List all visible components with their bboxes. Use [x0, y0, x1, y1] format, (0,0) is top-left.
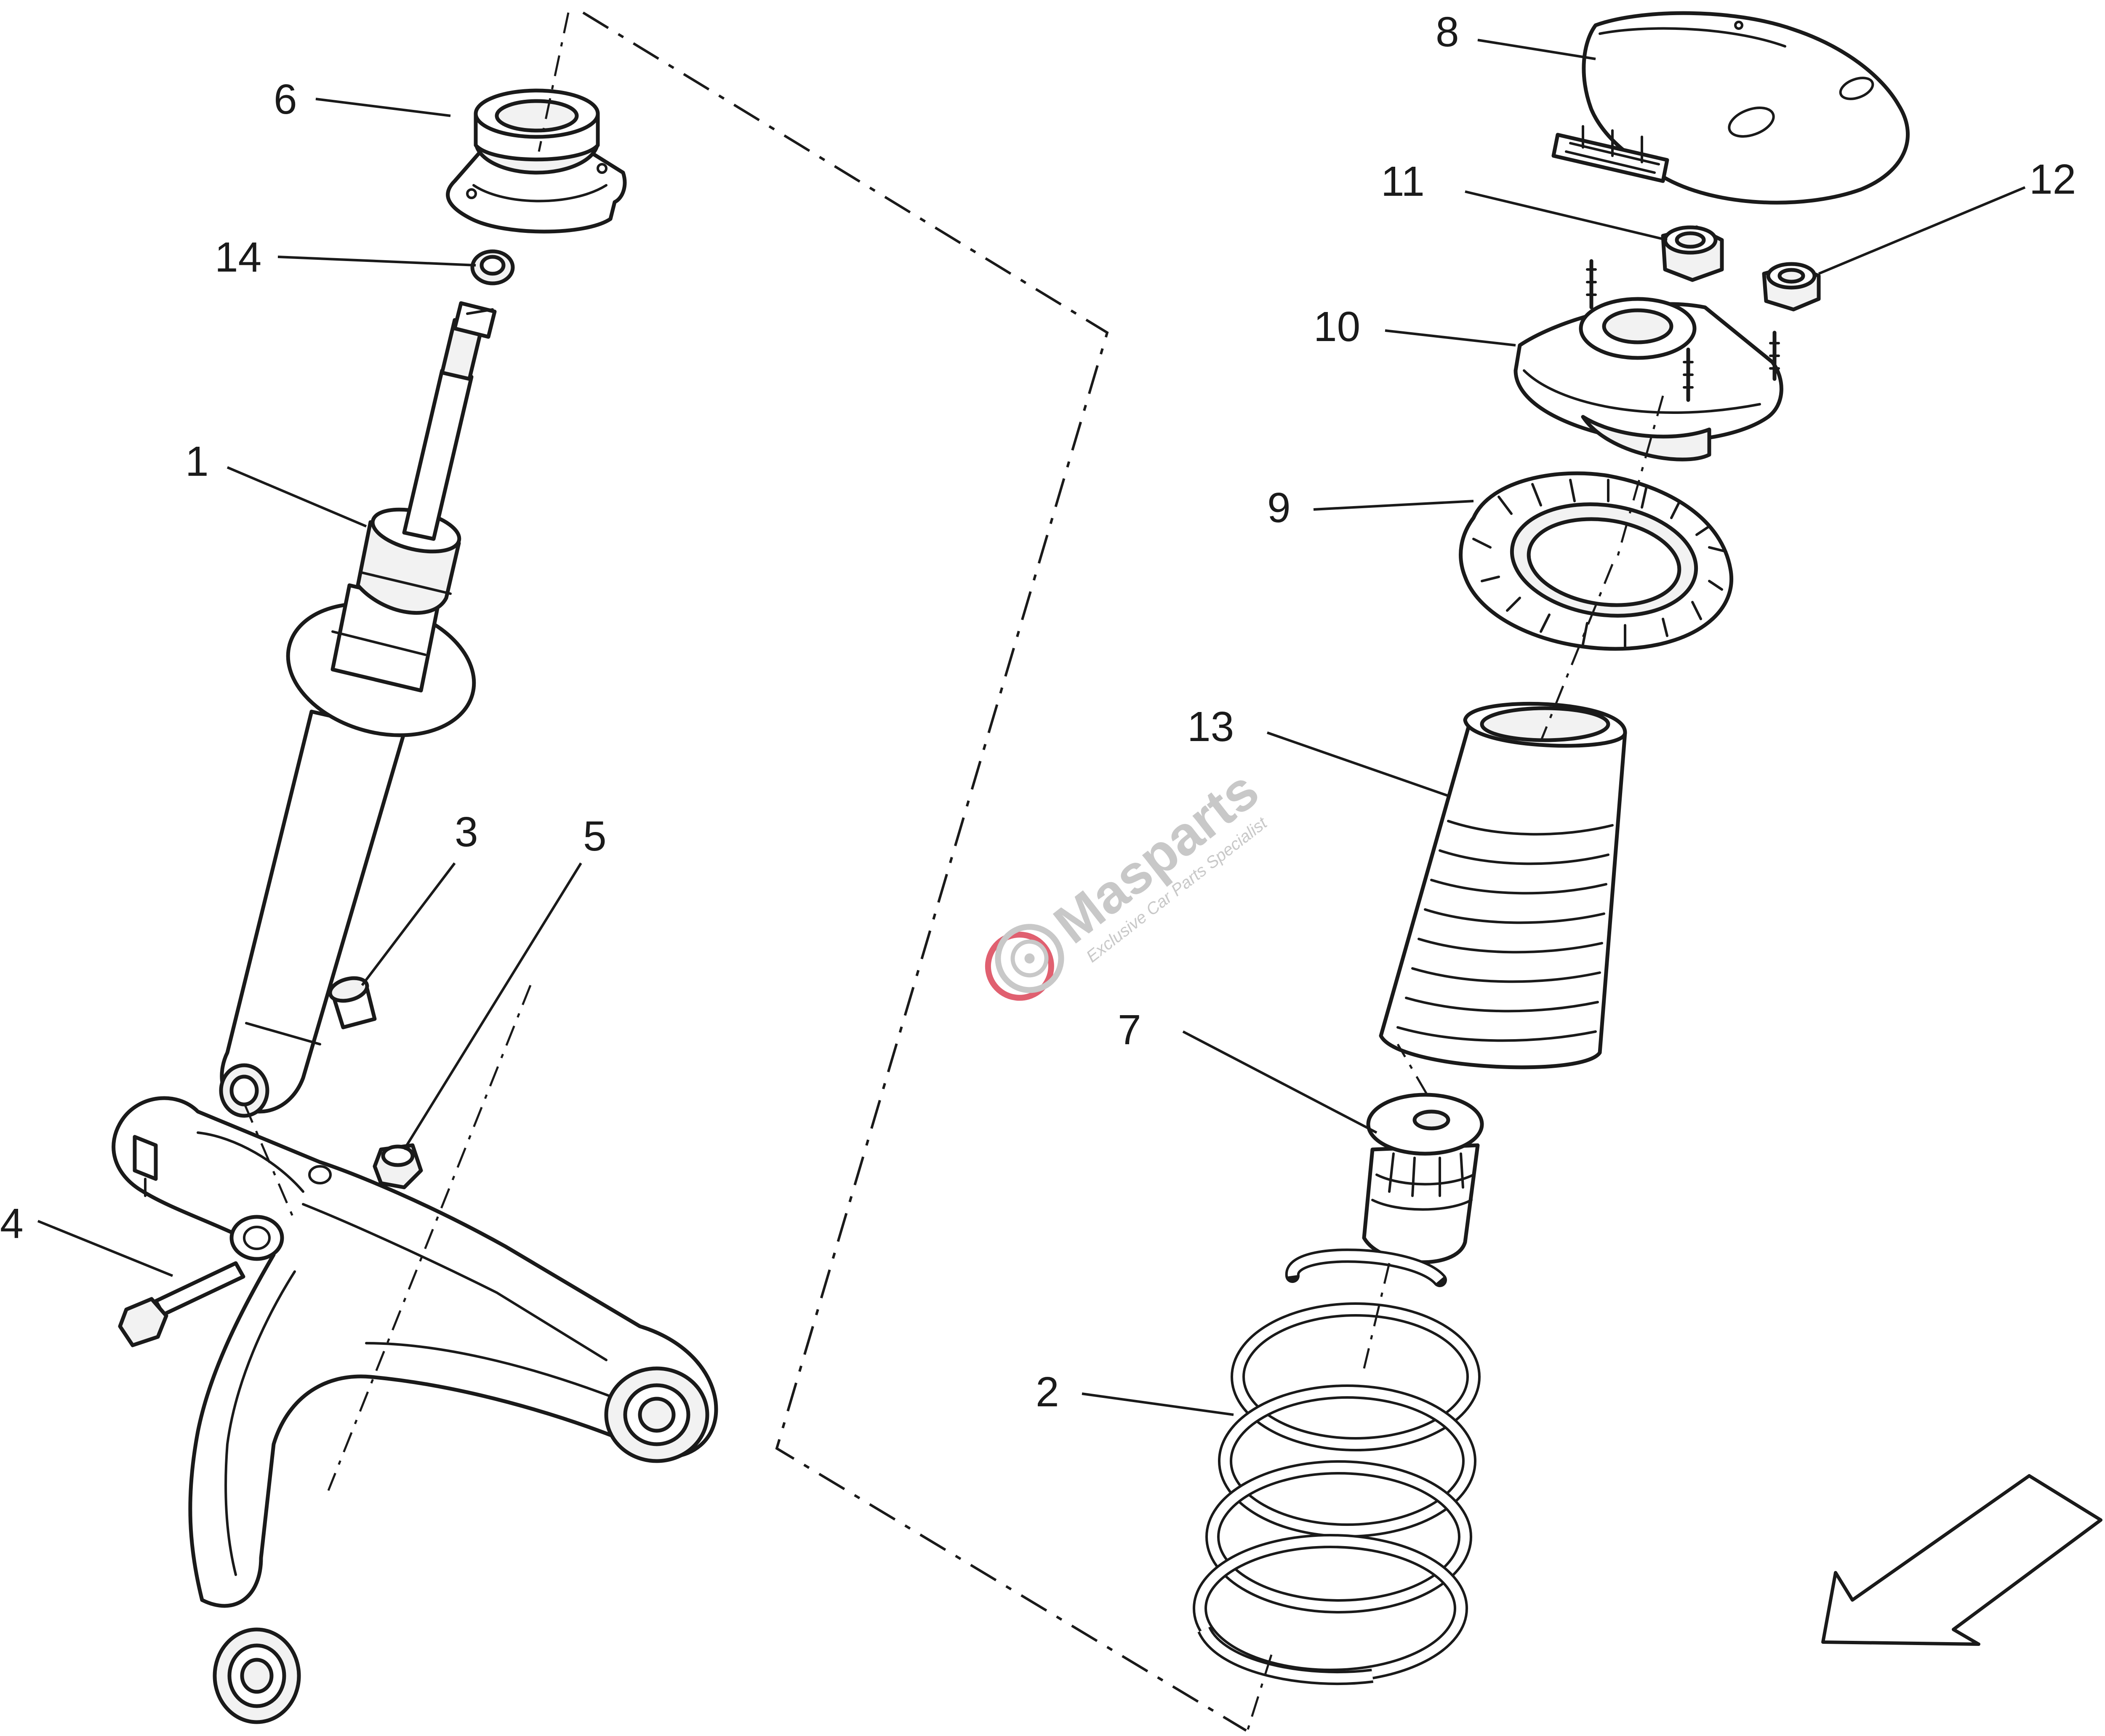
callout-1: 1	[185, 438, 209, 485]
direction-arrow-icon	[1821, 1474, 2102, 1646]
lower-control-arm	[112, 1096, 718, 1724]
watermark-brand: Masparts	[1042, 759, 1270, 955]
brake-disc-logo-icon	[985, 924, 1064, 1001]
spring-isolator	[1459, 471, 1733, 651]
bush-small	[328, 976, 377, 1029]
callout-8: 8	[1436, 8, 1459, 56]
bump-stop	[1362, 1093, 1484, 1264]
callout-9: 9	[1267, 484, 1291, 531]
strut-mount-plate	[1513, 259, 1783, 461]
strut-top-cover	[1551, 11, 1910, 205]
mounting-bolt	[118, 1261, 245, 1347]
callout-2: 2	[1036, 1368, 1059, 1416]
coil-spring	[1193, 1248, 1481, 1685]
top-mount-upper	[446, 88, 627, 234]
shock-absorber	[219, 301, 497, 1118]
leader-lines	[37, 39, 2026, 1416]
callout-7: 7	[1118, 1006, 1141, 1053]
callout-labels: 1 2 3 4 5 6 7 8 9 10 11 12 13 14	[0, 8, 2076, 1416]
callout-5: 5	[583, 813, 607, 860]
dust-boot	[1379, 701, 1627, 1069]
callout-10: 10	[1314, 303, 1360, 350]
masparts-watermark: Masparts Exclusive Car Parts Specialist	[985, 759, 1271, 1001]
callout-13: 13	[1187, 703, 1234, 750]
callout-14: 14	[215, 234, 261, 281]
callout-12: 12	[2029, 156, 2076, 203]
washer	[470, 249, 515, 285]
callout-6: 6	[274, 76, 297, 123]
lock-nut	[373, 1143, 423, 1189]
callout-11: 11	[1381, 158, 1425, 205]
top-nut-small	[1762, 262, 1821, 312]
section-boundary	[582, 11, 1247, 1732]
callout-3: 3	[455, 808, 478, 856]
assembly-axes	[243, 12, 1664, 1735]
top-nut-large	[1661, 225, 1724, 282]
callout-4: 4	[0, 1200, 24, 1247]
